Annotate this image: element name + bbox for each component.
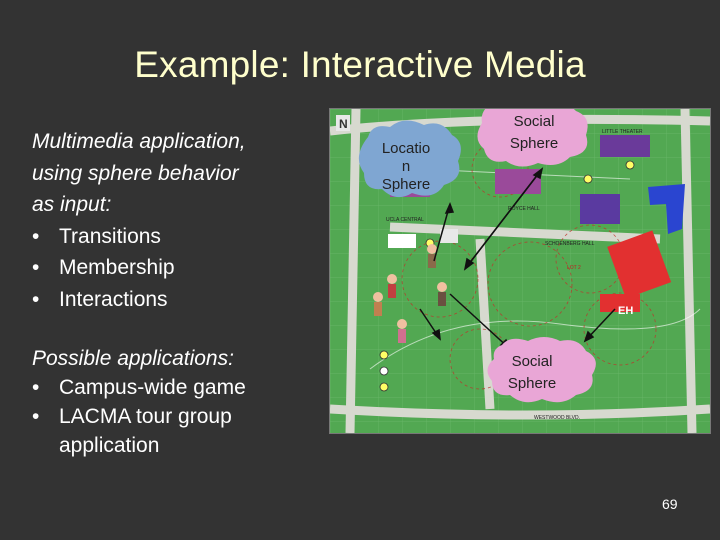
slide-title: Example: Interactive Media (134, 44, 586, 85)
location-bubble-line: Sphere (382, 176, 430, 193)
bullet-item: Membership (32, 252, 332, 284)
intro-line: as input: (32, 193, 112, 216)
bullet-item: Interactions (32, 284, 332, 316)
page-number: 69 (662, 496, 678, 512)
bullet-item: Transitions (32, 221, 332, 253)
location-sphere-bubble (358, 120, 461, 198)
people-figures (373, 244, 447, 343)
text-block-applications: Possible applications: Campus-wide game … (32, 344, 332, 460)
social-bottom-line: Sphere (508, 375, 556, 392)
label-theater: LITTLE THEATER (602, 129, 643, 135)
north-marker-label: N (339, 117, 348, 131)
label-royce-hall: ROYCE HALL (508, 206, 540, 212)
label-ucla-central: UCLA CENTRAL (386, 217, 424, 223)
social-sphere-bubble-top (477, 109, 588, 167)
location-bubble-line: n (402, 158, 410, 175)
bullet-item: Campus-wide game (32, 373, 332, 402)
features-list: Transitions Membership Interactions (32, 221, 332, 316)
label-lot: LOT 2 (567, 265, 581, 271)
social-bottom-line: Social (512, 353, 553, 370)
text-block-features: Multimedia application, using sphere beh… (32, 126, 332, 315)
features-intro: Multimedia application, using sphere beh… (32, 126, 332, 221)
label-schoenberg: SCHOENBERG HALL (545, 241, 595, 247)
social-top-line: Sphere (510, 135, 558, 152)
bullet-item: LACMA tour group application (32, 402, 332, 460)
applications-list: Campus-wide game LACMA tour group applic… (32, 373, 332, 460)
location-bubble-line: Locatio (382, 140, 430, 157)
intro-line: using sphere behavior (32, 161, 239, 185)
applications-intro: Possible applications: (32, 347, 234, 370)
social-top-line: Social (514, 113, 555, 130)
campus-map-image: N ROYCE HALL SCHOENBERG HALL UCLA CENTRA… (329, 108, 711, 434)
label-westwood: WESTWOOD BLVD. (534, 415, 580, 421)
intro-line: Multimedia application, (32, 130, 246, 153)
label-eh: EH (618, 305, 633, 317)
social-sphere-bubble-bottom (487, 337, 596, 403)
north-marker (336, 115, 350, 131)
